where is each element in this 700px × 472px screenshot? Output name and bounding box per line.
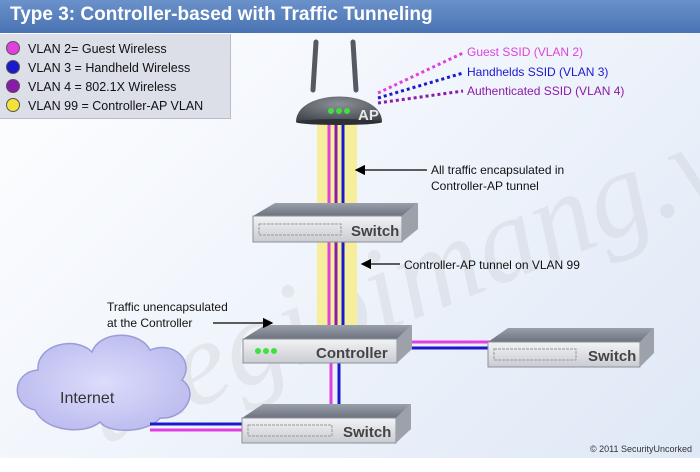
legend-color-dot bbox=[6, 41, 20, 55]
page-title: Type 3: Controller-based with Traffic Tu… bbox=[10, 4, 433, 25]
legend-color-dot bbox=[6, 79, 20, 93]
switch-top-label: Switch bbox=[351, 223, 399, 240]
link-controller-right-switch bbox=[405, 340, 492, 350]
ssid-guest-label: Guest SSID (VLAN 2) bbox=[467, 45, 584, 59]
ssid-wireless-lines bbox=[377, 51, 464, 105]
annotation-line: Traffic unencapsulated bbox=[107, 300, 228, 314]
controller: Controller bbox=[242, 325, 412, 364]
legend-color-dot bbox=[6, 60, 20, 74]
switch-right-label: Switch bbox=[588, 348, 636, 365]
legend-label: VLAN 3 = Handheld Wireless bbox=[28, 61, 191, 75]
legend-item-vlan3: VLAN 3 = Handheld Wireless bbox=[6, 60, 190, 78]
internet-cloud bbox=[16, 334, 191, 432]
annotation-line: at the Controller bbox=[107, 316, 193, 330]
annotation-line: Controller-AP tunnel bbox=[431, 179, 539, 193]
copyright: © 2011 SecurityUncorked bbox=[589, 444, 692, 454]
controller-label: Controller bbox=[316, 345, 388, 362]
vlan-legend: VLAN 2= Guest Wireless VLAN 3 = Handheld… bbox=[0, 34, 231, 119]
link-ap-switch bbox=[327, 122, 345, 217]
legend-item-vlan2: VLAN 2= Guest Wireless bbox=[6, 41, 167, 59]
link-switch-controller bbox=[327, 240, 345, 328]
link-switch-internet bbox=[150, 422, 245, 432]
link-controller-bottom-switch bbox=[329, 360, 341, 405]
access-point: AP bbox=[296, 39, 382, 125]
legend-item-vlan99: VLAN 99 = Controller-AP VLAN bbox=[6, 98, 203, 116]
ssid-authenticated-label: Authenticated SSID (VLAN 4) bbox=[467, 84, 625, 98]
annotation-line: All traffic encapsulated in bbox=[431, 163, 565, 177]
annotation-unencapsulated: Traffic unencapsulated at the Controller bbox=[107, 299, 228, 331]
legend-label: VLAN 4 = 802.1X Wireless bbox=[28, 80, 177, 94]
internet-label: Internet bbox=[60, 390, 115, 407]
switch-right: Switch bbox=[487, 328, 654, 368]
annotation-encapsulated: All traffic encapsulated in Controller-A… bbox=[431, 162, 564, 194]
title-bar: Type 3: Controller-based with Traffic Tu… bbox=[0, 0, 700, 33]
ap-label: AP bbox=[358, 107, 379, 124]
switch-top: Switch bbox=[252, 203, 418, 243]
switch-bottom: Switch bbox=[241, 404, 411, 444]
ssid-handhelds-label: Handhelds SSID (VLAN 3) bbox=[467, 65, 609, 79]
legend-item-vlan4: VLAN 4 = 802.1X Wireless bbox=[6, 79, 176, 97]
switch-bottom-label: Switch bbox=[343, 424, 391, 441]
legend-color-dot bbox=[6, 98, 20, 112]
legend-label: VLAN 99 = Controller-AP VLAN bbox=[28, 99, 204, 113]
annotation-tunnel-vlan: Controller-AP tunnel on VLAN 99 bbox=[404, 258, 580, 272]
network-diagram: AP Switch Controller Switch bbox=[16, 39, 654, 444]
legend-label: VLAN 2= Guest Wireless bbox=[28, 42, 167, 56]
